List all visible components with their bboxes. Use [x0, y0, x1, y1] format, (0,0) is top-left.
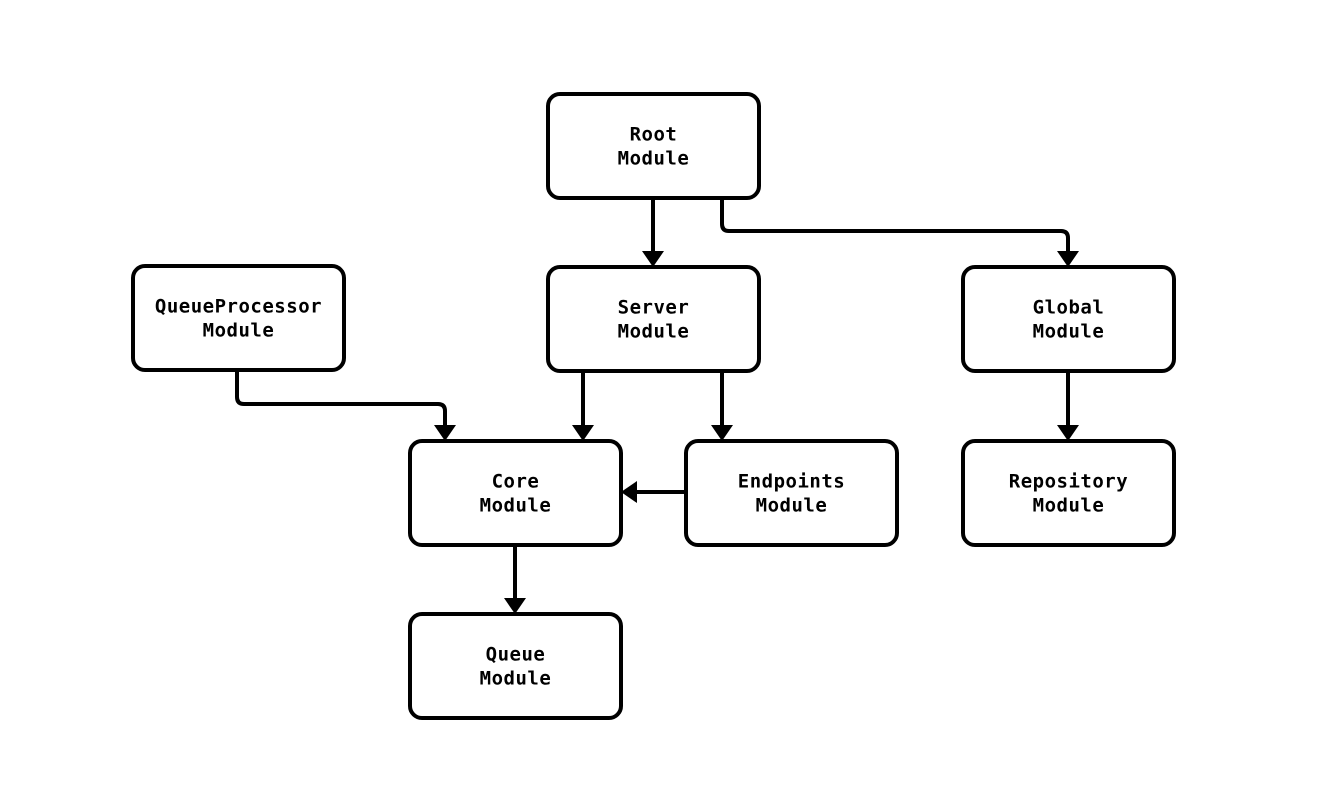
server-module-label-line2: Module: [618, 321, 690, 343]
endpoints-module-label-line2: Module: [756, 495, 828, 517]
queueprocessor-module-box[interactable]: [131, 264, 346, 372]
core-module-label-line2: Module: [480, 495, 552, 517]
core-module-box[interactable]: [408, 439, 623, 547]
server-module-label-line1: Server: [618, 297, 690, 319]
repository-module-label-line2: Module: [1033, 495, 1105, 517]
edge-root-to-global: [720, 198, 1079, 267]
root-module-box[interactable]: [546, 92, 761, 200]
core-module-label-line1: Core: [492, 471, 540, 493]
edge-queueprocessor-to-core-line: [235, 370, 447, 435]
edge-global-to-repository: [1057, 371, 1079, 441]
edge-root-to-server: [642, 198, 664, 267]
root-module-label-line1: Root: [630, 124, 678, 146]
edge-endpoints-to-core: [621, 481, 686, 503]
server-module-box[interactable]: [546, 265, 761, 373]
edge-endpoints-to-core-arrowhead-icon: [621, 481, 637, 503]
edge-global-to-repository-arrowhead-icon: [1057, 425, 1079, 441]
queue-module-label-line1: Queue: [486, 644, 546, 666]
repository-module-label-line1: Repository: [1009, 471, 1128, 493]
endpoints-module-label-line1: Endpoints: [738, 471, 845, 493]
edge-server-to-endpoints: [711, 371, 733, 441]
queue-module-box[interactable]: [408, 612, 623, 720]
global-module-label-line2: Module: [1033, 321, 1105, 343]
global-module-label-line1: Global: [1033, 297, 1105, 319]
root-module-label-line2: Module: [618, 148, 690, 170]
edge-server-to-core-arrowhead-icon: [572, 425, 594, 441]
nodes-layer: RootModuleQueueProcessorModuleServerModu…: [131, 92, 1176, 720]
global-module-box[interactable]: [961, 265, 1176, 373]
repository-module-box[interactable]: [961, 439, 1176, 547]
edges-layer: [235, 198, 1079, 614]
edge-server-to-endpoints-arrowhead-icon: [711, 425, 733, 441]
edge-core-to-queue: [504, 545, 526, 614]
endpoints-module-box[interactable]: [684, 439, 899, 547]
queue-module-label-line2: Module: [480, 668, 552, 690]
edge-root-to-global-arrowhead-icon: [1057, 251, 1079, 267]
edge-core-to-queue-arrowhead-icon: [504, 598, 526, 614]
queueprocessor-module-label-line2: Module: [203, 320, 275, 342]
edge-root-to-server-arrowhead-icon: [642, 251, 664, 267]
edge-root-to-global-line: [720, 198, 1070, 261]
edge-queueprocessor-to-core-arrowhead-icon: [434, 425, 456, 441]
edge-queueprocessor-to-core: [235, 370, 456, 441]
edge-server-to-core: [572, 371, 594, 441]
queueprocessor-module-label-line1: QueueProcessor: [155, 296, 322, 318]
